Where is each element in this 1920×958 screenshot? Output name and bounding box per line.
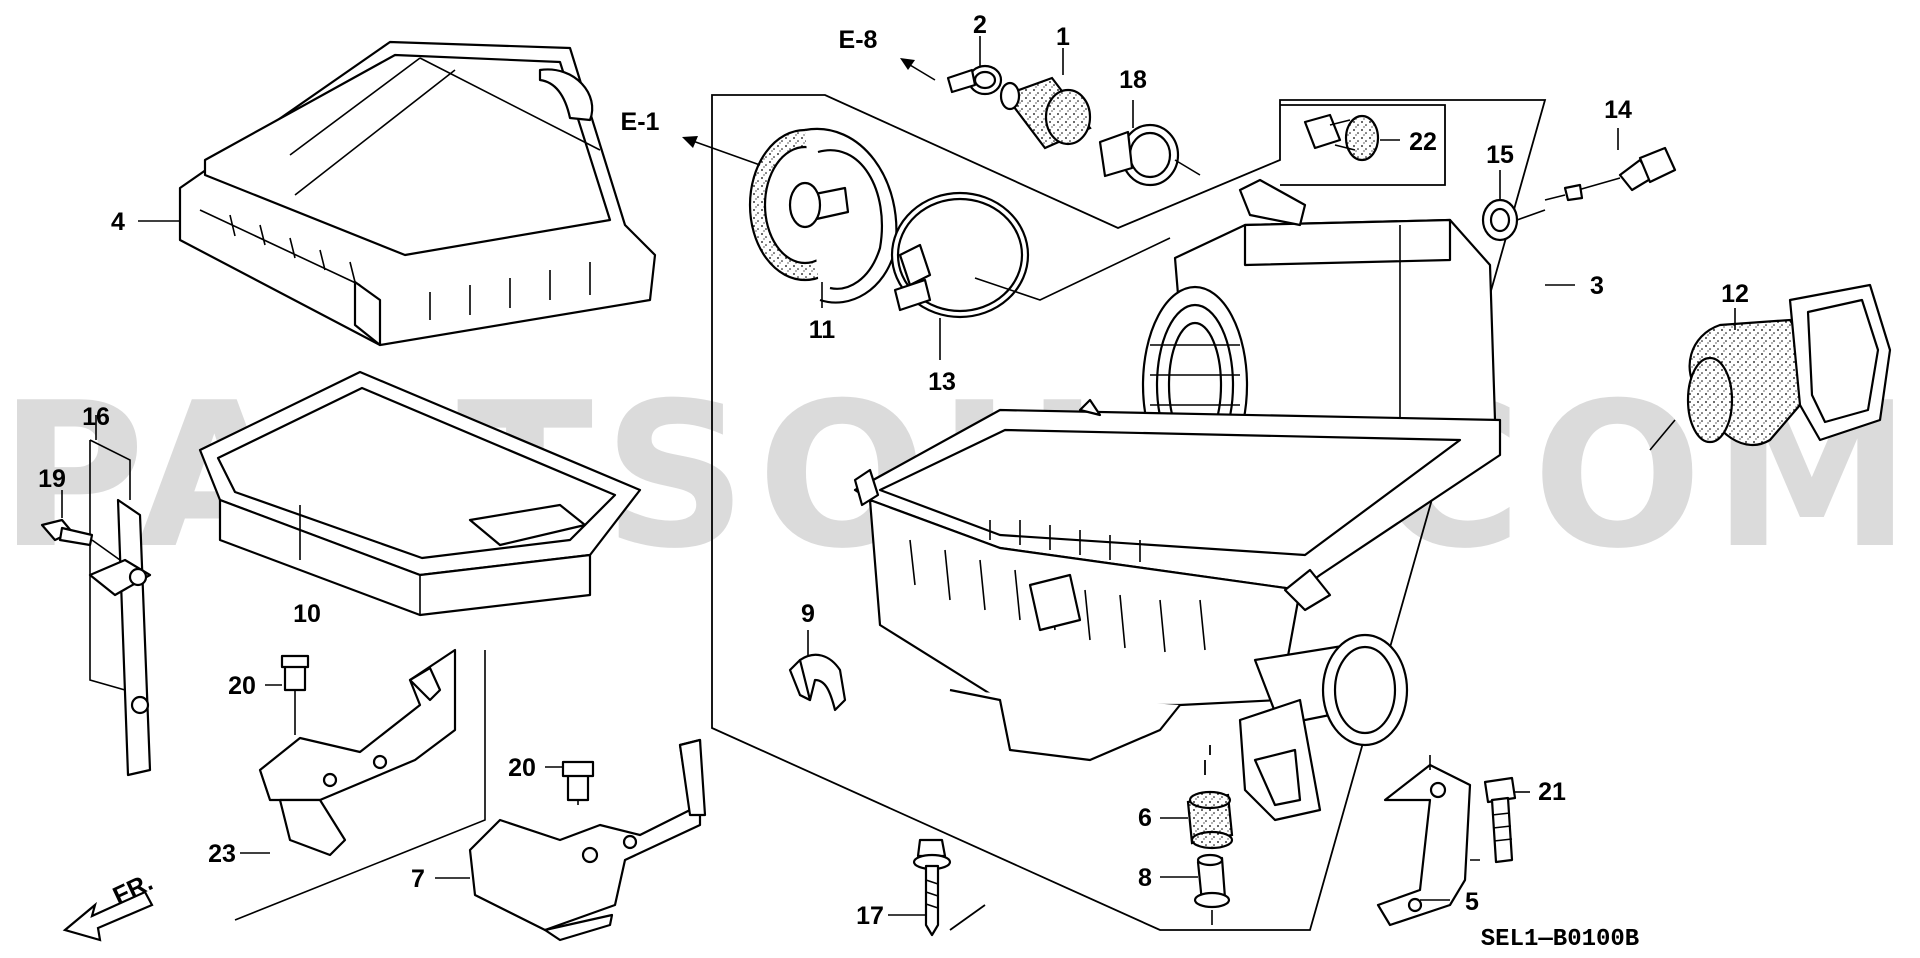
part-3-assembly-outline <box>711 94 1547 931</box>
part-18-clamp <box>1098 123 1201 187</box>
part-10-air-filter <box>198 370 642 617</box>
callout-20-left: 20 <box>228 672 256 700</box>
part-8-collar <box>1193 853 1231 925</box>
diagram-code: SEL1—B0100B <box>1481 926 1639 953</box>
callout-11: 11 <box>809 316 836 344</box>
callout-20-center: 20 <box>508 754 536 782</box>
part-17-bolt <box>912 838 986 937</box>
callout-15: 15 <box>1486 141 1514 169</box>
reference-e8: E-8 <box>839 26 878 54</box>
part-23-bracket <box>258 648 457 857</box>
part-3-air-cleaner-case <box>853 178 1502 822</box>
part-11-intake-boot <box>748 127 898 304</box>
callout-17: 17 <box>856 902 884 930</box>
callout-6: 6 <box>1138 804 1152 832</box>
part-4-upper-cover <box>178 40 657 347</box>
callout-14: 14 <box>1604 96 1632 124</box>
part-16-bracket <box>40 439 152 777</box>
callout-10: 10 <box>293 600 321 628</box>
leader-lines <box>61 36 1736 916</box>
callout-5: 5 <box>1465 888 1479 916</box>
callout-2: 2 <box>973 11 987 39</box>
callout-18: 18 <box>1119 66 1147 94</box>
reference-e1: E-1 <box>621 108 660 136</box>
part-5-bracket <box>1376 755 1480 927</box>
callout-23: 23 <box>208 840 236 868</box>
part-21-bolt <box>1483 776 1517 864</box>
part-22-grommet <box>1303 113 1380 162</box>
part-13-clamp <box>890 191 1171 319</box>
part-14-temp-sensor <box>1544 146 1677 202</box>
callout-labels: 1 2 18 3 4 5 6 7 8 9 10 11 12 13 14 15 1… <box>38 11 1749 930</box>
arrow-e1 <box>689 139 761 166</box>
part-6-mount-rubber <box>1186 745 1234 850</box>
part-22-inset-box <box>1280 104 1446 186</box>
bracket-group-box <box>234 650 486 921</box>
callout-9: 9 <box>801 600 815 628</box>
callout-13: 13 <box>928 368 956 396</box>
part-2-clamp <box>946 64 1003 96</box>
part-1-hose <box>999 76 1092 150</box>
part-15-grommet <box>1481 198 1546 242</box>
callout-21: 21 <box>1538 778 1566 806</box>
callout-12: 12 <box>1721 280 1749 308</box>
callout-7: 7 <box>411 865 425 893</box>
callout-3: 3 <box>1590 272 1604 300</box>
part-7-bracket <box>468 738 707 942</box>
callout-22: 22 <box>1409 128 1437 156</box>
part-12-intake-duct <box>1649 283 1892 451</box>
callout-16: 16 <box>82 403 110 431</box>
callout-19: 19 <box>38 465 66 493</box>
callout-1: 1 <box>1056 23 1070 51</box>
front-direction-arrow: FR. <box>62 868 157 942</box>
part-9-clip <box>788 653 847 712</box>
callout-8: 8 <box>1138 864 1152 892</box>
callout-4: 4 <box>111 208 125 236</box>
